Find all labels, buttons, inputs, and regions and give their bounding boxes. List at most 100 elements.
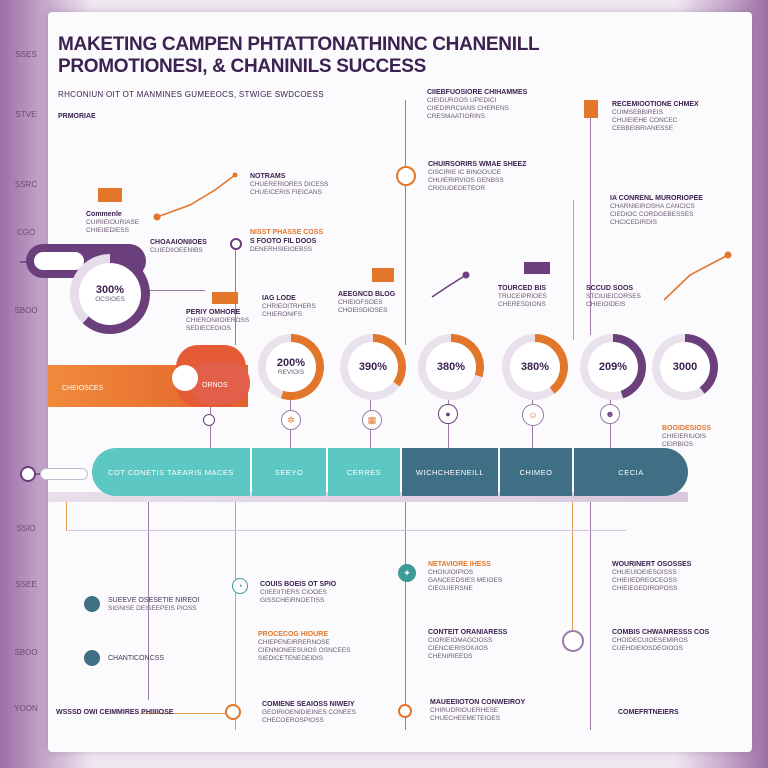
label-line: CHCICEDIRDIS — [610, 219, 657, 226]
label-line: GISSCHEIRNOETISS — [260, 597, 325, 604]
top-label-block: NOTRAMS CHUERERIORES DICESS CHUEICERIS F… — [250, 172, 328, 197]
label-head: RECEMIOOTIONE CHMEX — [612, 101, 699, 108]
label-head: COMBIS CHWANRESSS COS — [612, 629, 710, 636]
flag-icon — [98, 188, 122, 202]
dot-icon — [84, 650, 100, 666]
label-head: COMIENE SEAIOSS NIWEIY — [262, 701, 355, 708]
label-head: TOURCED BIS — [498, 285, 547, 292]
label-line: SIGNISE DEISEEPEIS PIOSS — [108, 605, 197, 612]
label-line: CRIGUDEDETEOR — [428, 185, 486, 192]
label-head: AEEGNCD BLOG — [338, 291, 396, 298]
side-label: SSRC — [14, 180, 38, 189]
metric-donut: 380% — [502, 334, 568, 400]
donut-center: 3000 — [660, 342, 710, 392]
label-head: IA CONRENL MURORIOPEE — [610, 195, 703, 202]
bottom-col1-block: PROCECOG HIOURE CHIEPENEIRRERNOSE CIENNO… — [258, 630, 350, 663]
label-head: SCCUD SOOS — [586, 285, 634, 292]
donut-center: 380% — [426, 342, 476, 392]
orange-band-cap — [190, 362, 250, 404]
channel-segment: CECIA — [574, 448, 688, 496]
channel-segment: WICHCHEENEILL — [402, 448, 498, 496]
label-line: CHOIDECUIOESEMIROS — [612, 637, 688, 644]
top-label-block: CHUIRSORIRS WMAE SHEEZ CISCIRIE IC BINGO… — [428, 160, 526, 193]
label-line: CIENNONEESUIOS OSNCEES — [258, 647, 351, 654]
label-line: GANCEEDSIES MEIOES — [428, 577, 503, 584]
label-line: CIIEDIRRCIANS CHERENS — [427, 105, 509, 112]
mid-label-block: NISST PHASSE COSS S FOOTO FIL DOOS DENER… — [250, 228, 323, 254]
bar-stub — [40, 468, 88, 480]
side-label: SBOO — [14, 648, 38, 657]
channel-segment: COT CONETIS TAEARIS MACES — [92, 448, 250, 496]
label-line: CHIRUDRIOUERHESE — [430, 707, 499, 714]
top-label-block: RECEMIOOTIONE CHMEX CUIMSEBBIREIS CHUIEI… — [612, 100, 699, 133]
label-line: CHOEISDIOSES — [338, 307, 388, 314]
donut-label: OCSIOES — [95, 296, 125, 303]
label-line: SIEDICETENEDEIDIS — [258, 655, 324, 662]
donut-value: 209% — [598, 361, 628, 373]
mid-label-block: AEEGNCD BLOG CHIEIOFSOES CHOEISDIOSES — [338, 290, 395, 315]
label-line: CIEGUIERSNE — [428, 585, 473, 592]
timeline-node — [562, 630, 584, 652]
label-line: CISCIRIE IC BINGOUCE — [428, 169, 501, 176]
donut-center: 209% — [588, 342, 638, 392]
label-head: NETAVIORE IHESS — [428, 561, 491, 568]
label-line: CIORIEIOMAGCIOSS — [428, 637, 493, 644]
bottom-col2-block: CONTEIT ORANIARESS CIORIEIOMAGCIOSS CIEN… — [428, 628, 507, 661]
label-line: CUIRIEIOURIASE — [86, 219, 140, 226]
donut-center: 200%REVIOIS — [266, 342, 316, 392]
user-icon: ● — [438, 404, 458, 424]
flag-icon — [212, 292, 238, 304]
side-label: SSES — [15, 50, 37, 59]
label-line: CHOIUIOIPIOS — [428, 569, 474, 576]
channel-label: COT CONETIS TAEARIS MACES — [108, 467, 234, 477]
label-head: CHOAAIONIIOES — [150, 239, 207, 246]
label-line: CUEHDIEIOSDEOIOOS — [612, 645, 683, 652]
band-knob — [172, 365, 198, 391]
label-head: PERIY OMHORE — [186, 309, 241, 316]
label-head: NOTRAMS — [250, 173, 286, 180]
bottom-col3-block: COMEFRTNEIERS — [618, 709, 679, 716]
side-label: CGO — [16, 228, 36, 237]
bar-shadow — [48, 492, 688, 502]
bottom-row-left: WSSSD OWI CEIMMIRES PHIIIIOSE — [56, 709, 174, 716]
donut-center: 380% — [510, 342, 560, 392]
label-line: CIEIDURGOS UPEDICI — [427, 97, 497, 104]
label-line: CHIEIOFSOES — [338, 299, 383, 306]
label-head: WOURINERT OSOSSES — [612, 561, 692, 568]
label-line: CHUEICERIS FIEICANS — [250, 189, 322, 196]
bottom-left-block: SUEEVE OSESETIE NIREOI SIGNISE DEISEEPEI… — [108, 596, 199, 613]
label-head: CIIEBFUOSIORE CHIHAMMES — [427, 89, 528, 96]
mid-label-block: TOURCED BIS TRUCEIPRIOES CHERESDIONS — [498, 284, 547, 309]
bottom-col2-block: NETAVIORE IHESS CHOIUIOIPIOS GANCEEDSIES… — [428, 560, 502, 593]
channel-label: CHIMEO — [519, 467, 553, 477]
channel-segment: CHIMEO — [500, 448, 572, 496]
channel-label: WICHCHEENEILL — [415, 467, 485, 477]
label-head: CONTEIT ORANIARESS — [428, 629, 508, 636]
bottom-col3-block: COMBIS CHWANRESSS COS CHOIDECUIOESEMIROS… — [612, 628, 709, 653]
donut-value: 300% — [95, 284, 125, 296]
donut-value: 380% — [436, 361, 466, 373]
label-line: CHUEUIOEIESOISSS — [612, 569, 677, 576]
pill-highlight — [34, 252, 84, 270]
side-label: STVE — [15, 110, 37, 119]
label-line: CIEDIOC CORDGEBESSES — [610, 211, 694, 218]
label-line: CEBBEIBRIANESSE — [612, 125, 674, 132]
label-line: CHIEIIEDREOCEOSS — [612, 577, 678, 584]
metric-donut: 3000 — [652, 334, 718, 400]
orange-band-left: CHEIOSCES — [62, 385, 104, 392]
label-line: CIIEEIITIERS CIOOES — [260, 589, 327, 596]
big-donut: 300% OCSIOES — [70, 254, 150, 334]
label-line: CHRIEOITRHERS — [262, 303, 316, 310]
timeline-node — [230, 238, 242, 250]
side-label: YOON — [14, 704, 38, 713]
label-line: CHARNIEIROSHA CANCICS — [610, 203, 695, 210]
dot-icon — [203, 414, 215, 426]
label-head: Commenle — [86, 211, 122, 218]
label-line: TRUCEIPRIOES — [498, 293, 547, 300]
flag-icon — [524, 262, 550, 274]
note-line: CEIRBIOS — [662, 441, 694, 448]
top-label-block: IA CONRENL MURORIOPEE CHARNIEIROSHA CANC… — [610, 194, 703, 227]
side-label: SSEE — [15, 580, 37, 589]
note-line: CHIEIERIUOIS — [662, 433, 707, 440]
mid-label-block: Commenle CUIRIEIOURIASE CHIEIIEDIESS — [86, 210, 139, 235]
